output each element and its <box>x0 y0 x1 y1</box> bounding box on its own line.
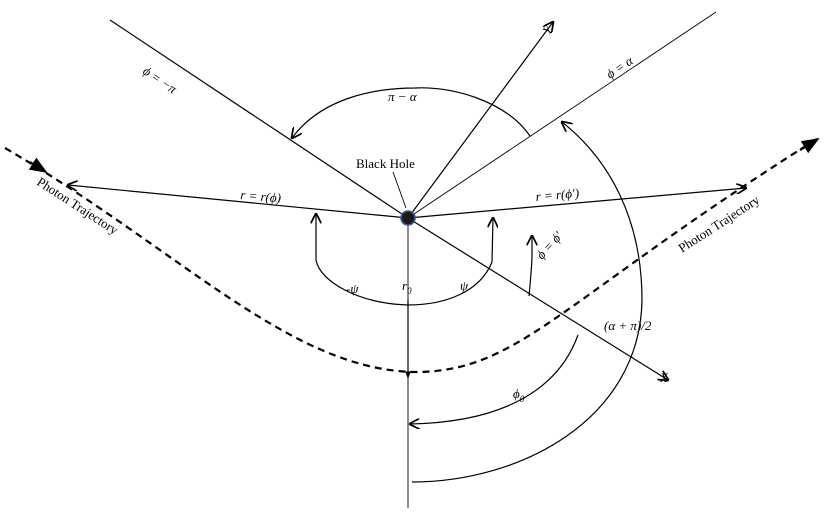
black-hole-leader <box>392 171 407 209</box>
label-phi0-subscript: 0 <box>520 394 525 404</box>
phi-eq-phi-prime-arc <box>529 236 532 297</box>
label-photon-trajectory-left: Photon Trajectory <box>34 174 121 238</box>
label-r0: r0 <box>402 278 412 296</box>
label-black-hole: Black Hole <box>356 156 415 171</box>
label-x-axis: X <box>659 370 669 385</box>
label-phi-neg-pi: ϕ = −π <box>140 63 180 97</box>
label-r-phi-prime: r = r(ϕ′) <box>535 185 580 204</box>
y-axis-line <box>407 22 553 219</box>
r-phi-line <box>68 185 409 219</box>
photon-trajectory-curve <box>4 136 821 374</box>
label-neg-psi: -ψ <box>346 281 359 296</box>
phi-neg-pi-line <box>109 19 409 219</box>
label-r0-subscript: 0 <box>407 286 412 296</box>
photon-left-arrowhead <box>28 157 48 173</box>
x-axis-line <box>407 217 668 380</box>
black-hole-icon <box>400 210 416 226</box>
label-phi-eq-phi-prime: ϕ = ϕ′ <box>533 228 565 262</box>
label-r-phi: r = r(ϕ) <box>240 187 282 205</box>
label-photon-trajectory-right: Photon Trajectory <box>675 192 762 256</box>
label-r0-main: r <box>402 278 408 293</box>
phi0-arc <box>410 334 579 424</box>
label-y-axis: Y <box>539 21 556 37</box>
label-psi: ψ <box>460 278 469 293</box>
label-pi-minus-alpha: π − α <box>388 89 418 104</box>
neg-psi-arc <box>316 214 409 306</box>
label-alpha-pi-half: (α + π)/2 <box>604 318 652 333</box>
r-phi-prime-line <box>407 188 746 219</box>
psi-arc <box>407 218 493 306</box>
label-phi-alpha: ϕ = α <box>603 52 636 81</box>
phi-alpha-line <box>407 11 717 219</box>
alpha-pi-half-arc <box>411 122 643 483</box>
pi-minus-alpha-arc <box>292 87 531 138</box>
photon-right-arrowhead <box>799 138 820 154</box>
label-phi0: ϕ0 <box>513 386 525 404</box>
label-phi0-main: ϕ <box>513 386 520 401</box>
